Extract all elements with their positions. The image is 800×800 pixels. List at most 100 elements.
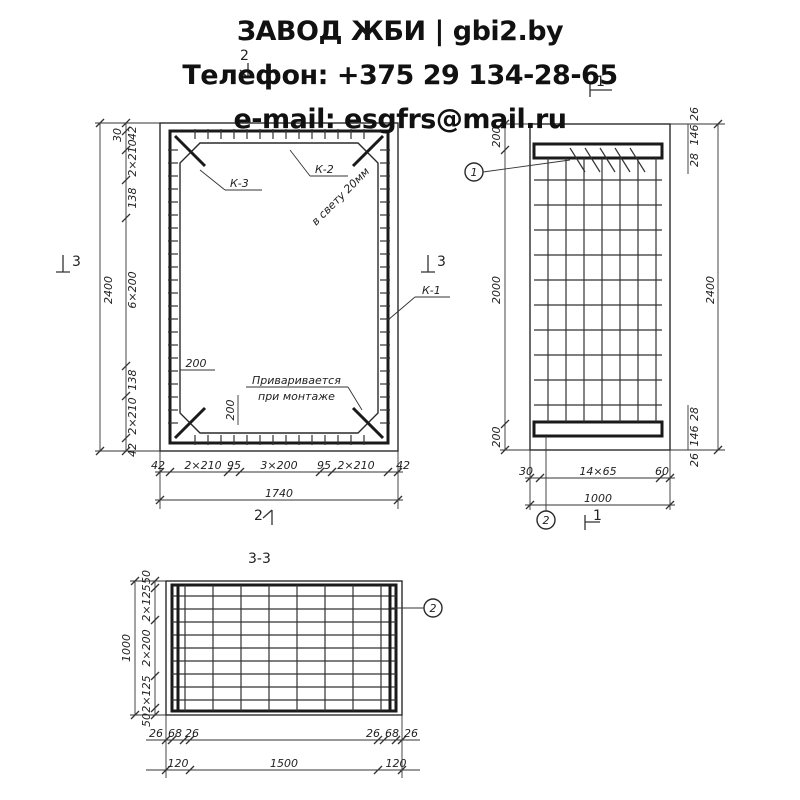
side-dim-right-2: 28 — [688, 153, 701, 167]
dim-tick — [121, 213, 131, 223]
dim-tick — [150, 583, 160, 593]
plan-dim-left-1: 2×125 — [140, 584, 153, 621]
dim-tick — [165, 467, 175, 477]
side-section-arrow-top — [589, 83, 612, 97]
dim-tick — [500, 145, 510, 155]
side-dim-total-height: 2400 — [704, 276, 717, 304]
front-dim-left-6: 2×210 — [126, 397, 139, 434]
side-dim-left-2: 200 — [490, 427, 503, 448]
side-hatching — [569, 147, 646, 173]
front-dim-bottom-4: 95 — [317, 459, 331, 472]
dim-tick — [121, 391, 131, 401]
side-bottom-beam — [532, 420, 664, 438]
dim-tick — [500, 119, 510, 129]
side-top-beam — [532, 142, 664, 160]
front-dim-bottom-1: 2×210 — [184, 459, 221, 472]
dim-tick — [391, 735, 401, 745]
front-dim-left-1: 42 — [126, 126, 139, 140]
side-dim-right-4: 146 — [688, 426, 701, 447]
dim-tick — [327, 467, 337, 477]
dim-tick — [121, 145, 131, 155]
dim-tick — [185, 765, 195, 775]
side-mesh — [534, 158, 662, 422]
dim-tick — [167, 735, 177, 745]
header-phone: Телефон: +375 29 134-28-65 — [182, 60, 618, 91]
front-reinforcement-cage — [168, 129, 390, 445]
section-arrow-bottom — [262, 509, 273, 525]
label-k2: К-2 — [315, 163, 334, 176]
weld-note-line1: Приваривается — [252, 374, 341, 387]
dim-tick — [150, 703, 160, 713]
dim-tick — [161, 765, 171, 775]
front-dim-left-4: 6×200 — [126, 271, 139, 308]
dim-tick — [95, 118, 105, 128]
dim-tick — [315, 467, 325, 477]
plan-left-dim-ticks — [130, 576, 160, 720]
dim-tick — [121, 446, 131, 456]
front-dim-left-2: 2×210 — [126, 139, 139, 176]
front-inner-dim-1: 200 — [224, 400, 237, 421]
side-dim-left-0: 200 — [490, 127, 503, 148]
dim-tick — [121, 175, 131, 185]
front-dim-bottom-0: 42 — [151, 459, 165, 472]
dim-tick — [525, 500, 535, 510]
dim-tick — [155, 495, 165, 505]
plan-bottom-dim-ticks — [161, 735, 407, 775]
side-dim-right-5: 26 — [688, 453, 701, 467]
plan-dim-lower-2: 120 — [386, 757, 407, 770]
plan-dim-upper-5: 26 — [404, 727, 418, 740]
dim-tick — [150, 671, 160, 681]
dim-tick — [373, 765, 383, 775]
plan-dim-total-height: 1000 — [120, 634, 133, 662]
side-section-mark: 1 — [593, 508, 602, 524]
plan-title: 3-3 — [248, 551, 271, 567]
dim-tick — [150, 710, 160, 720]
front-dim-left-0: 30 — [111, 128, 124, 142]
label-k1: К-1 — [422, 284, 441, 297]
front-left-dim-ticks — [95, 118, 131, 456]
callout-1: 1 — [471, 166, 478, 179]
plan-dim-upper-0: 26 — [149, 727, 163, 740]
dim-tick — [379, 735, 389, 745]
side-dim-left-1: 2000 — [490, 276, 503, 304]
header: ЗАВОД ЖБИ | gbi2.by Телефон: +375 29 134… — [0, 10, 800, 142]
front-dim-total-height: 2400 — [102, 276, 115, 304]
side-dim-right-1: 146 — [688, 125, 701, 146]
plan-dim-upper-1: 68 — [168, 727, 182, 740]
dim-tick — [397, 735, 407, 745]
front-dim-left-3: 138 — [126, 188, 139, 209]
section-mark-bottom: 2 — [254, 508, 263, 524]
dim-tick — [373, 735, 383, 745]
dim-tick — [121, 126, 131, 136]
dim-tick — [535, 473, 545, 483]
dim-tick — [130, 576, 140, 586]
section-arrow-left — [56, 255, 70, 273]
section-arrow-top — [239, 63, 249, 79]
section-mark-top: 2 — [240, 48, 249, 64]
dim-tick — [130, 710, 140, 720]
plan-dim-left-3: 2×125 — [140, 675, 153, 712]
dim-tick — [665, 500, 675, 510]
weld-note-line2: при монтаже — [258, 390, 335, 403]
dim-tick — [121, 118, 131, 128]
plan-dim-lower-1: 1500 — [270, 757, 298, 770]
front-stirrup-ticks — [168, 129, 390, 445]
front-outer-contour — [159, 122, 399, 452]
label-k3: К-3 — [230, 177, 249, 190]
dim-tick — [665, 473, 675, 483]
plan-outer-contour — [165, 580, 403, 716]
side-section-arrow — [584, 515, 600, 530]
front-inner-dim-0: 200 — [186, 357, 207, 370]
front-opening — [179, 142, 379, 434]
callout-2: 2 — [543, 514, 550, 527]
dim-tick — [161, 735, 171, 745]
dim-tick — [150, 615, 160, 625]
side-dim-right-3: 28 — [688, 407, 701, 421]
dim-tick — [393, 467, 403, 477]
dim-tick — [121, 433, 131, 443]
plan-dim-lower-0: 120 — [168, 757, 189, 770]
front-dim-bottom-3: 3×200 — [260, 459, 297, 472]
dim-tick — [393, 495, 403, 505]
dim-tick — [525, 473, 535, 483]
